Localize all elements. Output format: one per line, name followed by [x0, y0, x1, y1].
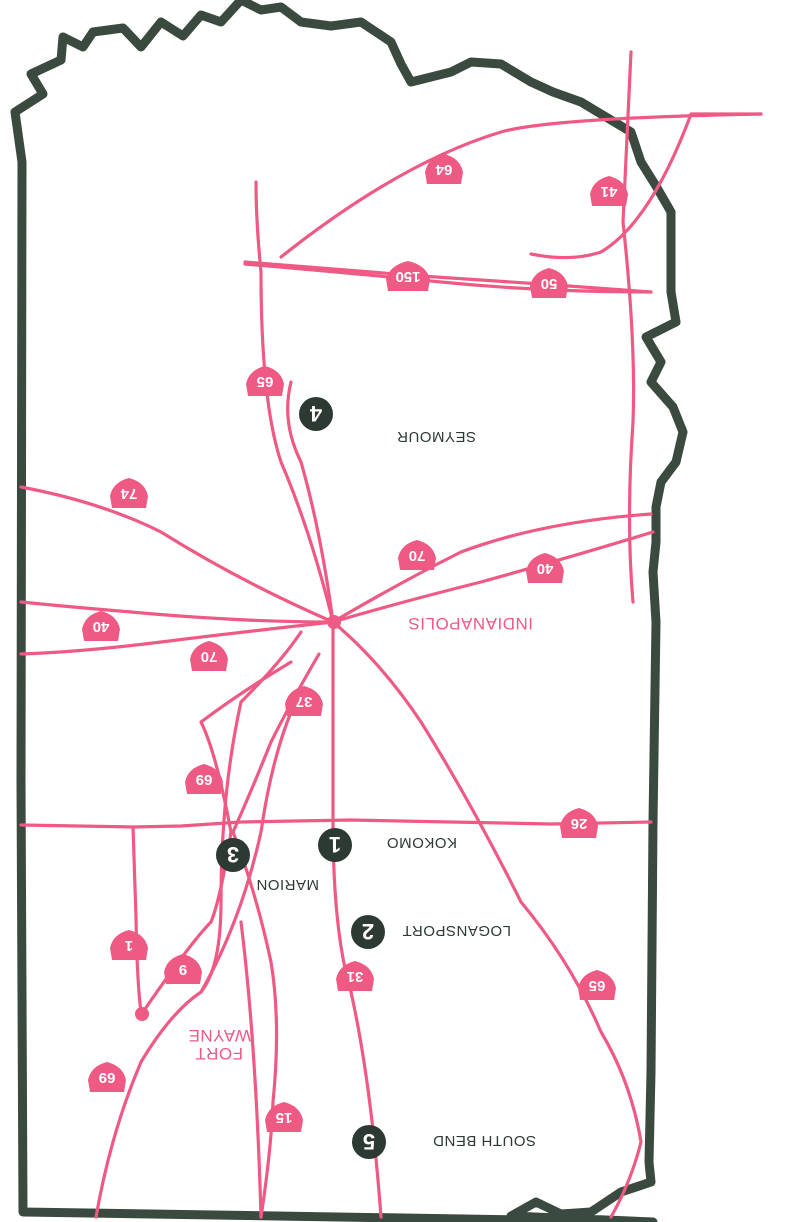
- road-sr37: [231, 652, 321, 834]
- shield-65-south-icon: 65: [578, 970, 616, 1000]
- road-us41: [621, 50, 636, 604]
- shield-40-west-icon: 40: [82, 611, 120, 641]
- svg-text:26: 26: [571, 815, 588, 832]
- shield-69-icon: 69: [185, 764, 223, 794]
- road-sr1: [131, 825, 143, 1014]
- marker-south-bend: 5: [352, 1125, 386, 1159]
- svg-text:37: 37: [296, 693, 313, 710]
- svg-text:1: 1: [125, 937, 133, 954]
- shield-64-icon: 64: [425, 154, 463, 184]
- marker-marion: 3: [216, 838, 250, 872]
- svg-text:65: 65: [257, 373, 274, 390]
- svg-text:65: 65: [589, 977, 606, 994]
- marker-seymour: 4: [299, 397, 333, 431]
- label-wayne: WAYNE: [188, 1026, 251, 1045]
- road-i70-east: [19, 620, 335, 656]
- shield-150-icon: 150: [386, 261, 430, 291]
- shield-31-icon: 31: [336, 961, 374, 991]
- svg-text:150: 150: [395, 268, 420, 285]
- svg-text:1: 1: [329, 832, 341, 857]
- marker-logansport: 2: [351, 915, 385, 949]
- label-fort: FORT: [195, 1044, 243, 1063]
- road-us50: [243, 260, 653, 294]
- road-us64: [279, 112, 763, 259]
- label-kokomo: KOKOMO: [386, 834, 457, 851]
- state-border: [10, 0, 688, 1222]
- road-us27-kokomo: [239, 920, 263, 1219]
- svg-text:2: 2: [362, 919, 374, 944]
- svg-text:70: 70: [201, 648, 218, 665]
- shield-9-icon: 9: [164, 954, 202, 984]
- svg-text:5: 5: [363, 1129, 375, 1154]
- shield-26-icon: 26: [560, 808, 598, 838]
- indianapolis-dot: [327, 615, 341, 629]
- marker-kokomo: 1: [318, 828, 352, 862]
- shield-1-icon: 1: [110, 930, 148, 960]
- shield-70-west-icon: 70: [190, 641, 228, 671]
- label-marion: MARION: [256, 876, 319, 893]
- svg-text:50: 50: [541, 275, 558, 292]
- label-indianapolis: INDIANAPOLIS: [408, 614, 533, 633]
- road-i69-north: [94, 630, 303, 1219]
- road-us40-west: [331, 530, 655, 624]
- label-logansport: LOGANSPORT: [402, 922, 511, 939]
- svg-text:15: 15: [276, 1109, 293, 1126]
- svg-text:4: 4: [309, 401, 322, 426]
- svg-text:64: 64: [435, 161, 452, 178]
- shield-15-icon: 15: [265, 1102, 303, 1132]
- shield-70-icon: 70: [398, 540, 436, 570]
- road-i65-south: [254, 180, 335, 624]
- shield-40-icon: 40: [526, 553, 564, 583]
- shield-74-icon: 74: [110, 478, 148, 508]
- fort-wayne-dot: [135, 1007, 149, 1021]
- road-i74: [19, 485, 335, 624]
- road-us26: [19, 818, 653, 829]
- svg-text:9: 9: [179, 961, 187, 978]
- shield-41-icon: 41: [590, 176, 628, 206]
- label-seymour: SEYMOUR: [397, 428, 476, 445]
- svg-text:69: 69: [196, 771, 213, 788]
- road-us65-north: [331, 620, 643, 1219]
- svg-text:74: 74: [120, 485, 137, 502]
- svg-text:41: 41: [601, 183, 618, 200]
- shield-37-icon: 37: [285, 686, 323, 716]
- road-us40-east: [19, 600, 335, 624]
- svg-text:70: 70: [409, 547, 426, 564]
- shield-50-icon: 50: [530, 268, 568, 298]
- road-us35: [199, 710, 293, 994]
- label-south-bend: SOUTH BEND: [433, 1132, 536, 1149]
- road-us15-south: [231, 830, 279, 1219]
- svg-text:40: 40: [537, 560, 554, 577]
- svg-text:69: 69: [99, 1069, 116, 1086]
- road-i64-main: [529, 112, 763, 260]
- shield-69-south-icon: 69: [88, 1062, 126, 1092]
- svg-text:31: 31: [347, 968, 364, 985]
- road-sr37-south: [286, 380, 335, 624]
- svg-text:3: 3: [227, 842, 239, 867]
- road-i70-west: [331, 512, 653, 624]
- svg-text:40: 40: [93, 618, 110, 635]
- road-us150: [243, 262, 653, 294]
- shield-65-icon: 65: [246, 366, 284, 396]
